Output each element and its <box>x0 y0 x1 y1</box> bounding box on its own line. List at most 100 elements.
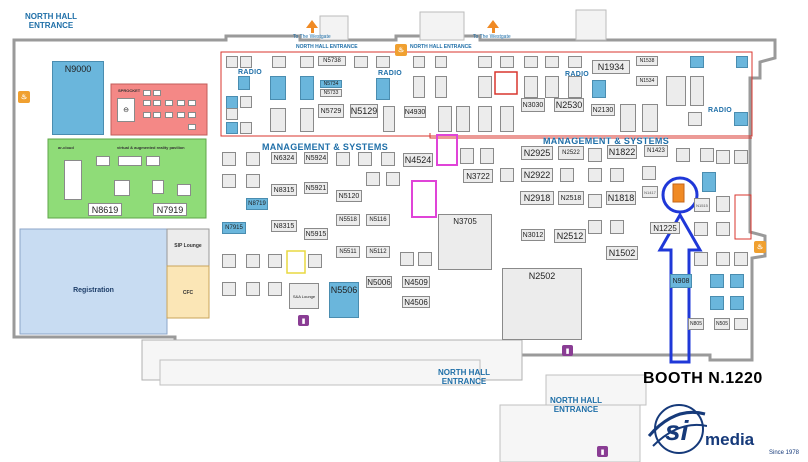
booth[interactable] <box>188 112 196 118</box>
booth[interactable] <box>500 168 514 182</box>
booth[interactable] <box>694 252 708 266</box>
booth[interactable] <box>438 106 452 132</box>
booth-n5733[interactable]: N5733 <box>320 89 342 97</box>
booth-n4509[interactable]: N4509 <box>402 276 430 288</box>
booth[interactable] <box>734 252 748 266</box>
booth[interactable] <box>143 100 151 106</box>
booth-n3722[interactable]: N3722 <box>463 169 493 183</box>
booth-n2522[interactable]: N2522 <box>558 146 584 160</box>
booth[interactable] <box>730 274 744 288</box>
booth[interactable] <box>478 106 492 132</box>
booth-n2530[interactable]: N2530 <box>554 98 584 112</box>
booth-n1423[interactable]: N1423 <box>644 145 668 157</box>
booth[interactable] <box>642 104 658 132</box>
booth-n1534[interactable]: N1534 <box>636 76 658 86</box>
booth[interactable] <box>702 172 716 192</box>
booth[interactable] <box>480 148 494 164</box>
booth[interactable] <box>610 168 624 182</box>
booth[interactable] <box>272 56 286 68</box>
booth[interactable] <box>152 180 164 194</box>
booth[interactable] <box>478 76 492 98</box>
sprocket-feature-booth[interactable]: ⊖ <box>117 98 135 122</box>
booth[interactable] <box>336 152 350 166</box>
booth[interactable] <box>418 252 432 266</box>
booth-n2925[interactable]: N2925 <box>521 146 553 160</box>
booth-n3012[interactable]: N3012 <box>521 229 545 241</box>
booth[interactable] <box>588 220 602 234</box>
booth[interactable] <box>188 100 196 106</box>
booth[interactable] <box>435 76 447 98</box>
booth[interactable] <box>222 152 236 166</box>
booth-n4506[interactable]: N4506 <box>402 296 430 308</box>
booth[interactable] <box>478 56 492 68</box>
booth-n6324[interactable]: N6324 <box>271 152 297 164</box>
booth[interactable] <box>222 254 236 268</box>
booth[interactable] <box>246 254 260 268</box>
booth-n1934[interactable]: N1934 <box>592 60 630 74</box>
booth-n1417[interactable]: N1417 <box>642 186 658 198</box>
booth[interactable] <box>592 80 606 98</box>
booth[interactable] <box>716 196 730 212</box>
booth[interactable] <box>268 282 282 296</box>
booth-n8315-b[interactable]: N8315 <box>271 220 297 232</box>
booth[interactable] <box>736 56 748 68</box>
booth-n7915[interactable]: N7915 <box>222 222 246 234</box>
booth[interactable] <box>545 56 559 68</box>
booth-n2518[interactable]: N2518 <box>558 191 584 205</box>
booth[interactable] <box>240 122 252 134</box>
booth-n8719[interactable]: N8719 <box>246 198 268 210</box>
booth[interactable] <box>460 148 474 164</box>
booth[interactable] <box>165 112 173 118</box>
booth[interactable] <box>588 148 602 162</box>
booth-n5511[interactable]: N5511 <box>336 246 360 258</box>
booth-n1502[interactable]: N1502 <box>606 246 638 260</box>
booth[interactable] <box>246 174 260 188</box>
booth[interactable] <box>153 112 161 118</box>
booth[interactable] <box>165 100 173 106</box>
booth[interactable] <box>456 106 470 132</box>
booth-n4930[interactable]: N4930 <box>404 106 426 118</box>
booth[interactable] <box>366 172 380 186</box>
booth-n5129[interactable]: N5129 <box>350 104 378 118</box>
booth[interactable] <box>734 112 748 126</box>
booth-n4524[interactable]: N4524 <box>403 153 433 167</box>
booth[interactable] <box>226 108 238 120</box>
booth[interactable] <box>734 318 748 330</box>
booth[interactable] <box>177 184 191 196</box>
booth[interactable] <box>642 166 656 180</box>
booth[interactable] <box>688 112 702 126</box>
pavilion-pods[interactable] <box>64 160 82 200</box>
booth-n2502[interactable]: N2502 <box>502 268 582 340</box>
booth-n2922[interactable]: N2922 <box>521 168 553 182</box>
booth[interactable] <box>354 56 368 68</box>
booth[interactable] <box>177 100 185 106</box>
booth[interactable] <box>610 220 624 234</box>
booth-n1818[interactable]: N1818 <box>606 191 636 205</box>
booth[interactable] <box>435 56 447 68</box>
booth-n5120[interactable]: N5120 <box>336 190 362 202</box>
booth[interactable] <box>300 56 314 68</box>
booth[interactable] <box>676 148 690 162</box>
booth[interactable] <box>376 78 390 100</box>
booth-n1538[interactable]: N1538 <box>636 56 658 66</box>
booth[interactable] <box>358 152 372 166</box>
booth-n1225[interactable]: N1225 <box>650 222 680 234</box>
booth[interactable] <box>400 252 414 266</box>
booth[interactable] <box>710 296 724 310</box>
booth-n5734[interactable]: N5734 <box>320 80 342 88</box>
booth-n2130[interactable]: N2130 <box>591 104 615 116</box>
booth[interactable] <box>300 108 314 132</box>
booth[interactable] <box>500 56 514 68</box>
booth[interactable] <box>560 168 574 182</box>
booth[interactable] <box>238 76 250 90</box>
booth[interactable] <box>153 100 161 106</box>
booth[interactable] <box>700 148 714 162</box>
booth-n8315-a[interactable]: N8315 <box>271 184 297 196</box>
booth-n9000[interactable]: N9000 <box>52 61 104 135</box>
booth[interactable] <box>300 76 314 100</box>
booth-n5915[interactable]: N5915 <box>304 228 328 240</box>
booth[interactable] <box>413 76 425 98</box>
booth[interactable] <box>222 282 236 296</box>
booth[interactable] <box>143 112 151 118</box>
booth[interactable] <box>376 56 390 68</box>
